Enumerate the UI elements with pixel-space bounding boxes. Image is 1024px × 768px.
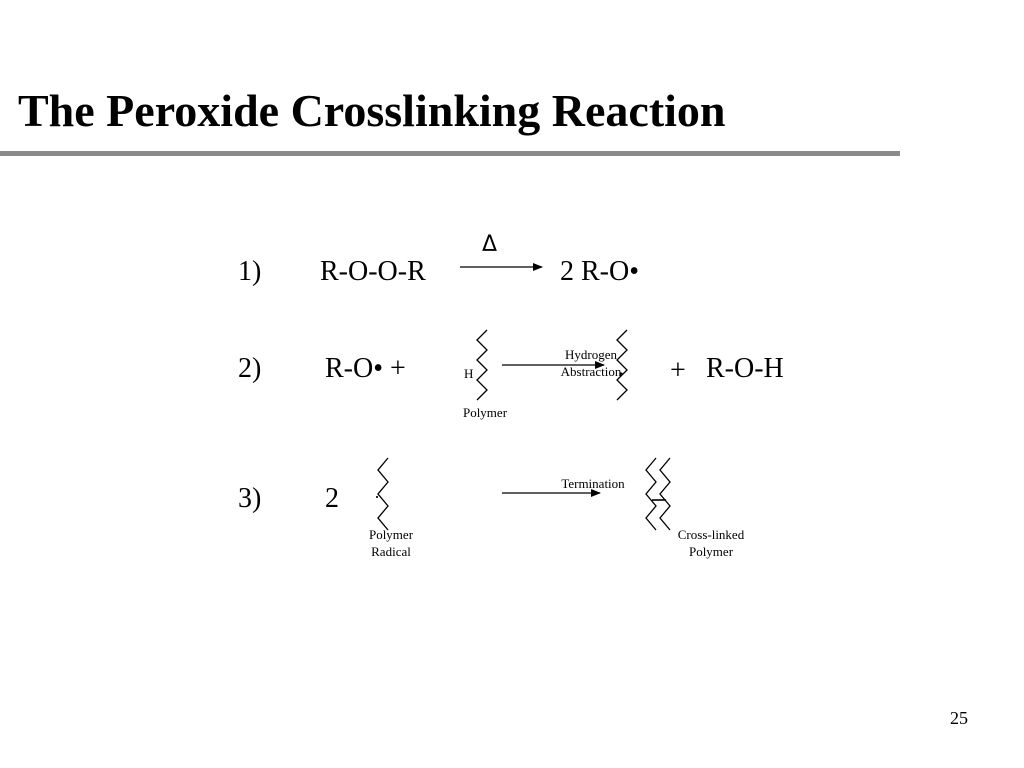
reaction-3-index: 3)	[238, 483, 262, 514]
title-divider	[0, 151, 900, 156]
hydrogen-atom-label: H	[464, 366, 474, 381]
polymer-radical-label-line1: Polymer	[368, 527, 414, 542]
reaction-2-plus: +	[670, 355, 686, 386]
slide-title: The Peroxide Crosslinking Reaction	[18, 85, 726, 136]
page-number: 25	[950, 708, 968, 728]
reaction-1-product: 2 R-O•	[560, 256, 640, 287]
crosslinked-chain-right-icon	[659, 457, 671, 531]
crosslinked-label-line1: Cross-linked	[677, 527, 745, 542]
reaction-2-index: 2)	[238, 353, 262, 384]
heat-delta-symbol: Δ	[482, 232, 498, 257]
polymer-chain-reactant-icon	[476, 329, 488, 401]
radical-site-dot	[619, 372, 623, 376]
crosslinked-chain-left-icon	[645, 457, 657, 531]
reaction-2-reactant: R-O• +	[325, 353, 406, 384]
arrow-label-abstraction: Abstraction	[560, 364, 622, 379]
reaction-2-byproduct: R-O-H	[706, 353, 784, 384]
reaction-3-coefficient: 2	[325, 483, 339, 514]
arrow-label-termination: Termination	[561, 476, 625, 491]
crosslinked-label-line2: Polymer	[688, 544, 734, 559]
polymer-label: Polymer	[462, 405, 508, 420]
reaction-1-index: 1)	[238, 256, 262, 287]
radical-dot: ·	[374, 487, 380, 507]
polymer-radical-reactant-icon	[377, 457, 389, 531]
arrow-label-hydrogen: Hydrogen	[565, 347, 617, 362]
polymer-radical-chain-icon	[616, 329, 628, 401]
polymer-radical-label-line2: Radical	[371, 544, 411, 559]
reaction-1-reactant: R-O-O-R	[320, 256, 426, 287]
